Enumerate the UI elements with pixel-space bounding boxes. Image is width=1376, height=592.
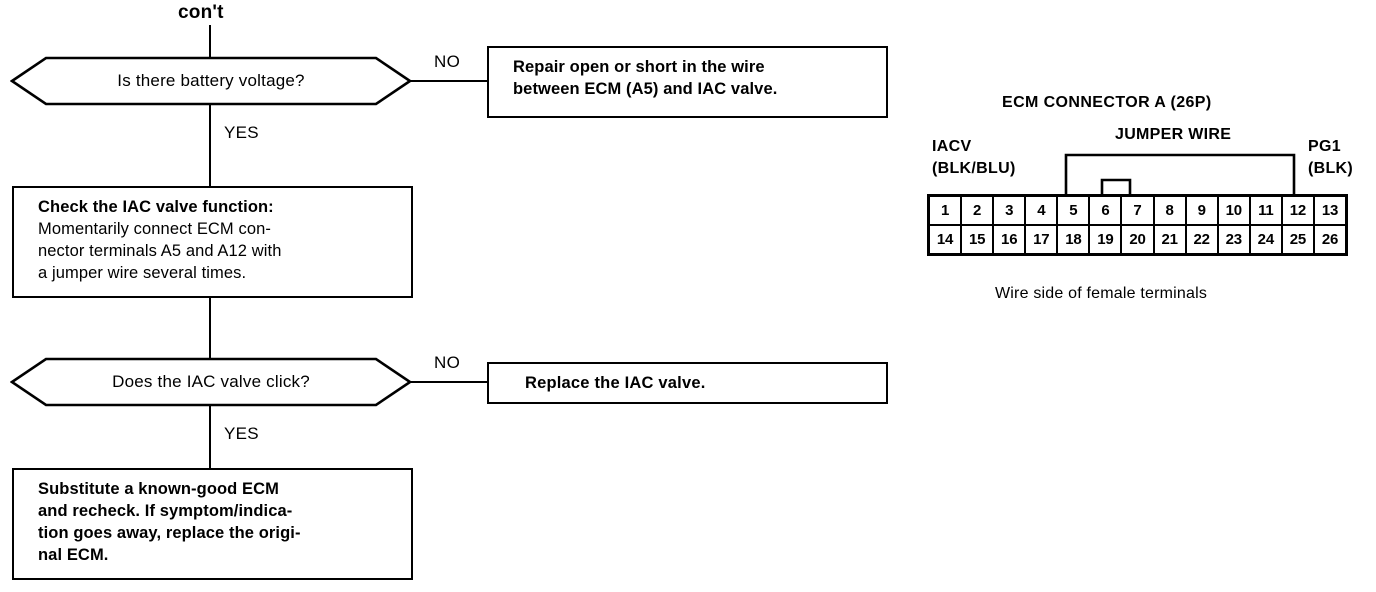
pin-cell: 20 (1122, 226, 1155, 253)
left-terminal-name: IACV (932, 138, 972, 155)
decision-battery-voltage: Is there battery voltage? (10, 56, 412, 106)
pin-cell: 26 (1321, 231, 1339, 248)
action-check-iac-function: Check the IAC valve function: Momentaril… (12, 186, 413, 298)
branch-line-yes-1 (209, 105, 211, 186)
pin-cell: 9 (1187, 197, 1219, 224)
pin-cell: 18 (1058, 226, 1091, 253)
pin-cell: 6 (1090, 197, 1123, 224)
right-terminal-label: PG1 (BLK) (1308, 136, 1353, 179)
pin-cell: 2 (962, 197, 995, 224)
branch-line-yes-2 (209, 406, 211, 468)
decision-battery-voltage-text: Is there battery voltage? (117, 71, 305, 90)
connector-caption: Wire side of female terminals (995, 285, 1208, 302)
jumper-wire-label: JUMPER WIRE (1115, 126, 1232, 143)
decision-valve-click: Does the IAC valve click? (10, 357, 412, 407)
decision-valve-click-text: Does the IAC valve click? (112, 372, 310, 391)
action-check-iac-function-line-1: Check the IAC valve function: (38, 198, 274, 216)
pin-cell: 8 (1155, 197, 1187, 224)
pin-cell: 22 (1187, 226, 1219, 253)
pin-cell: 16 (994, 226, 1027, 253)
connector-line-check-to-decision2 (209, 298, 211, 358)
action-check-iac-function-line-3: nector terminals A5 and A12 with (38, 241, 282, 260)
pin-cell: 1 (930, 197, 963, 224)
action-check-iac-function-text: Check the IAC valve function: Momentaril… (14, 188, 411, 292)
right-terminal-name: PG1 (1308, 138, 1341, 155)
continuation-label: con't (178, 2, 224, 23)
pin-cell: 10 (1219, 197, 1251, 224)
action-substitute-ecm-line-2: and recheck. If symptom/indica- (38, 501, 293, 520)
action-check-iac-function-line-2: Momentarily connect ECM con- (38, 219, 271, 238)
action-substitute-ecm: Substitute a known-good ECM and recheck.… (12, 468, 413, 580)
action-substitute-ecm-line-4: nal ECM. (38, 545, 109, 564)
branch-label-yes-2: YES (224, 424, 259, 443)
action-substitute-ecm-line-1: Substitute a known-good ECM (38, 480, 280, 498)
action-replace-valve: Replace the IAC valve. (487, 362, 888, 404)
pin-cell: 4 (1026, 197, 1059, 224)
branch-line-no-1 (409, 80, 487, 82)
pin-cell: 21 (1155, 226, 1187, 253)
action-repair-wire-text: Repair open or short in the wire between… (489, 48, 886, 108)
pin-row-top: 1 2 3 4 5 6 7 8 9 10 11 12 13 (930, 197, 1345, 226)
left-terminal-label: IACV (BLK/BLU) (932, 136, 1016, 179)
left-terminal-wire-color: (BLK/BLU) (932, 159, 1016, 177)
pin-cell: 7 (1122, 197, 1155, 224)
pin-cell: 17 (1026, 226, 1059, 253)
pin-cell: 15 (962, 226, 995, 253)
right-terminal-wire-color: (BLK) (1308, 159, 1354, 177)
action-substitute-ecm-text: Substitute a known-good ECM and recheck.… (14, 470, 411, 574)
branch-label-no-2: NO (434, 353, 461, 372)
pin-row-bottom: 14 15 16 17 18 19 20 21 22 23 24 25 26 (930, 226, 1345, 253)
connector-line-cont-to-decision1 (209, 25, 211, 58)
action-repair-wire-line-1: Repair open or short in the wire (513, 58, 765, 76)
pin-cell: 12 (1283, 197, 1315, 224)
branch-label-yes-1: YES (224, 123, 259, 142)
ecm-connector-pin-grid: 1 2 3 4 5 6 7 8 9 10 11 12 13 14 15 16 1… (927, 194, 1348, 256)
branch-line-no-2 (409, 381, 487, 383)
action-replace-valve-text: Replace the IAC valve. (525, 373, 706, 392)
action-repair-wire: Repair open or short in the wire between… (487, 46, 888, 118)
pin-cell: 5 (1058, 197, 1091, 224)
action-substitute-ecm-line-3: tion goes away, replace the origi- (38, 523, 301, 542)
pin-cell: 23 (1219, 226, 1251, 253)
pin-cell: 19 (1090, 226, 1123, 253)
pin-cell: 25 (1283, 226, 1315, 253)
pin-cell: 14 (930, 226, 963, 253)
connector-title: ECM CONNECTOR A (26P) (1002, 94, 1212, 111)
branch-label-no-1: NO (434, 52, 461, 71)
action-check-iac-function-line-4: a jumper wire several times. (38, 263, 247, 282)
jumper-wire-bracket (1060, 150, 1300, 198)
action-repair-wire-line-2: between ECM (A5) and IAC valve. (513, 79, 778, 98)
pin-cell: 13 (1321, 202, 1339, 219)
pin-cell: 11 (1251, 197, 1283, 224)
pin-cell: 3 (994, 197, 1027, 224)
pin-cell: 24 (1251, 226, 1283, 253)
